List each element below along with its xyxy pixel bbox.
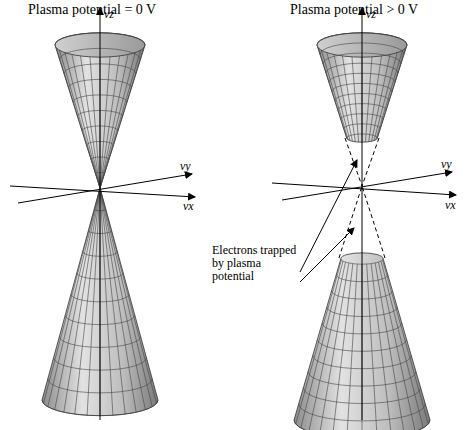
cone-part: [371, 264, 391, 430]
cone-part: [321, 50, 348, 140]
cone-part: [72, 54, 100, 188]
cone-part: [342, 56, 355, 142]
cone-part: [75, 188, 100, 414]
cone-part: [59, 50, 100, 188]
cone-part: [327, 53, 350, 141]
cone-part: [100, 188, 125, 414]
cone-part: [43, 188, 100, 403]
cone-part: [318, 48, 347, 139]
cone-part: [309, 262, 346, 430]
cone-part: [100, 188, 113, 415]
cone-part: [377, 48, 406, 139]
cone-part: [347, 264, 357, 430]
cone-part: [100, 53, 135, 188]
cone-part: [56, 48, 100, 188]
cone-part: [100, 188, 157, 403]
axis-label: vy: [180, 160, 191, 173]
cone-part: [378, 262, 415, 430]
cone-part: [48, 188, 100, 407]
cone-part: [301, 261, 343, 428]
axis-label: vx: [445, 199, 456, 212]
cone-part: [365, 57, 372, 142]
cone-part: [376, 50, 403, 140]
cone-part: [367, 264, 377, 430]
cone-part: [100, 188, 136, 412]
axis-label: vz: [104, 8, 114, 21]
cone-part: [372, 54, 391, 141]
cone-part: [100, 57, 110, 188]
callout-text: Electrons trapped by plasma potential: [212, 244, 300, 284]
heading-label: Plasma potential = 0 V: [28, 2, 156, 17]
cone-part: [375, 263, 404, 430]
axis-label: vz: [366, 8, 376, 21]
cone-part: [383, 260, 429, 424]
cone-part: [296, 260, 342, 424]
axis-label: vx: [183, 200, 194, 213]
cone-part: [334, 54, 353, 141]
cone-part: [100, 188, 145, 410]
cone-part: [369, 56, 382, 142]
axis-label: vy: [441, 158, 452, 171]
heading-label: Plasma potential > 0 V: [290, 2, 418, 17]
cone-part: [352, 57, 359, 142]
cone-part: [65, 53, 100, 188]
cone-part: [87, 188, 100, 415]
cone-part: [100, 56, 120, 188]
cone-part: [100, 48, 144, 188]
cone-part: [100, 188, 152, 407]
cone-part: [320, 263, 349, 430]
cone-part: [100, 50, 141, 188]
cone-part: [55, 188, 100, 410]
cone-part: [80, 56, 100, 188]
cone-part: [100, 54, 128, 188]
cone-part: [64, 188, 100, 412]
cone-part: [332, 264, 352, 430]
cone-part: [374, 53, 397, 141]
